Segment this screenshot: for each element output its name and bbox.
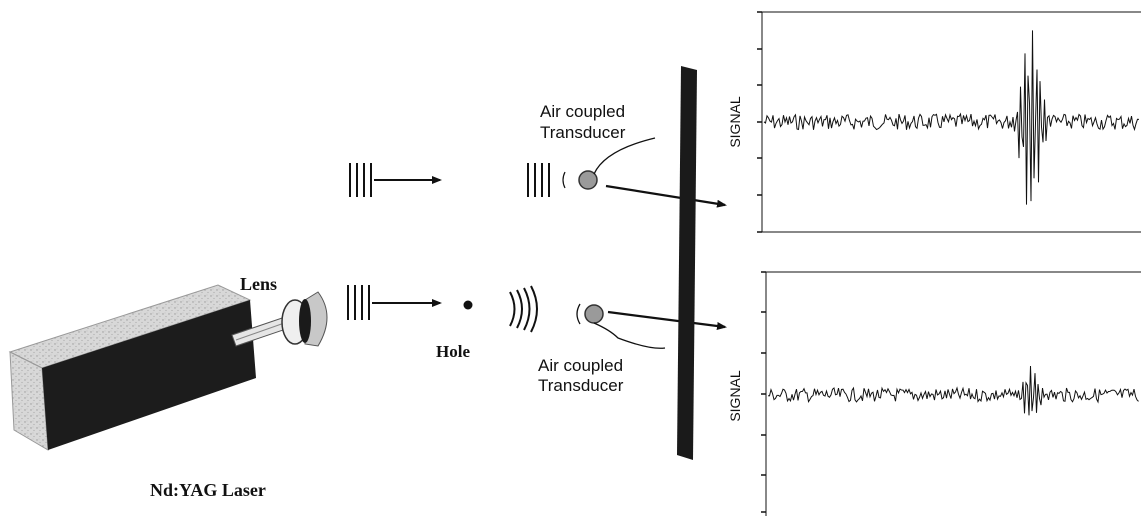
hole-label: Hole <box>436 342 470 361</box>
top-transducer-cable <box>593 137 656 175</box>
lens-label: Lens <box>240 274 277 294</box>
signal-plot-bottom: SIGNAL <box>727 271 1141 516</box>
top-transducer-label-line1: Air coupled <box>540 102 625 121</box>
receiver-plate <box>677 66 697 460</box>
nd-yag-laser <box>8 284 256 451</box>
lens <box>281 291 328 347</box>
plot-bottom-ticks <box>761 271 766 513</box>
top-wavefronts-incident <box>349 163 372 197</box>
laser-front-face <box>42 300 256 450</box>
plot-bottom-ylabel: SIGNAL <box>727 370 743 422</box>
plot-top-ticks <box>757 11 762 233</box>
top-wavefronts-received <box>527 163 566 197</box>
plot-bottom-signal-trace <box>767 365 1139 416</box>
bottom-wavefronts-incident <box>347 285 370 320</box>
bottom-transducer-label-line2: Transducer <box>538 376 624 395</box>
signal-plot-top: SIGNAL <box>727 11 1141 233</box>
plot-top-signal-trace <box>763 30 1140 205</box>
bottom-scattered-arcs <box>509 285 581 333</box>
plot-top-ylabel: SIGNAL <box>727 96 743 148</box>
bottom-transducer-cable <box>593 322 666 349</box>
hole-dot <box>463 300 473 310</box>
top-transducer <box>578 170 598 190</box>
bottom-transducer-label-line1: Air coupled <box>538 356 623 375</box>
laser-label: Nd:YAG Laser <box>150 480 266 500</box>
top-transducer-label-line2: Transducer <box>540 123 626 142</box>
bottom-transducer <box>584 304 604 324</box>
top-signal-arrow <box>605 184 727 208</box>
bottom-signal-arrow <box>607 310 727 330</box>
